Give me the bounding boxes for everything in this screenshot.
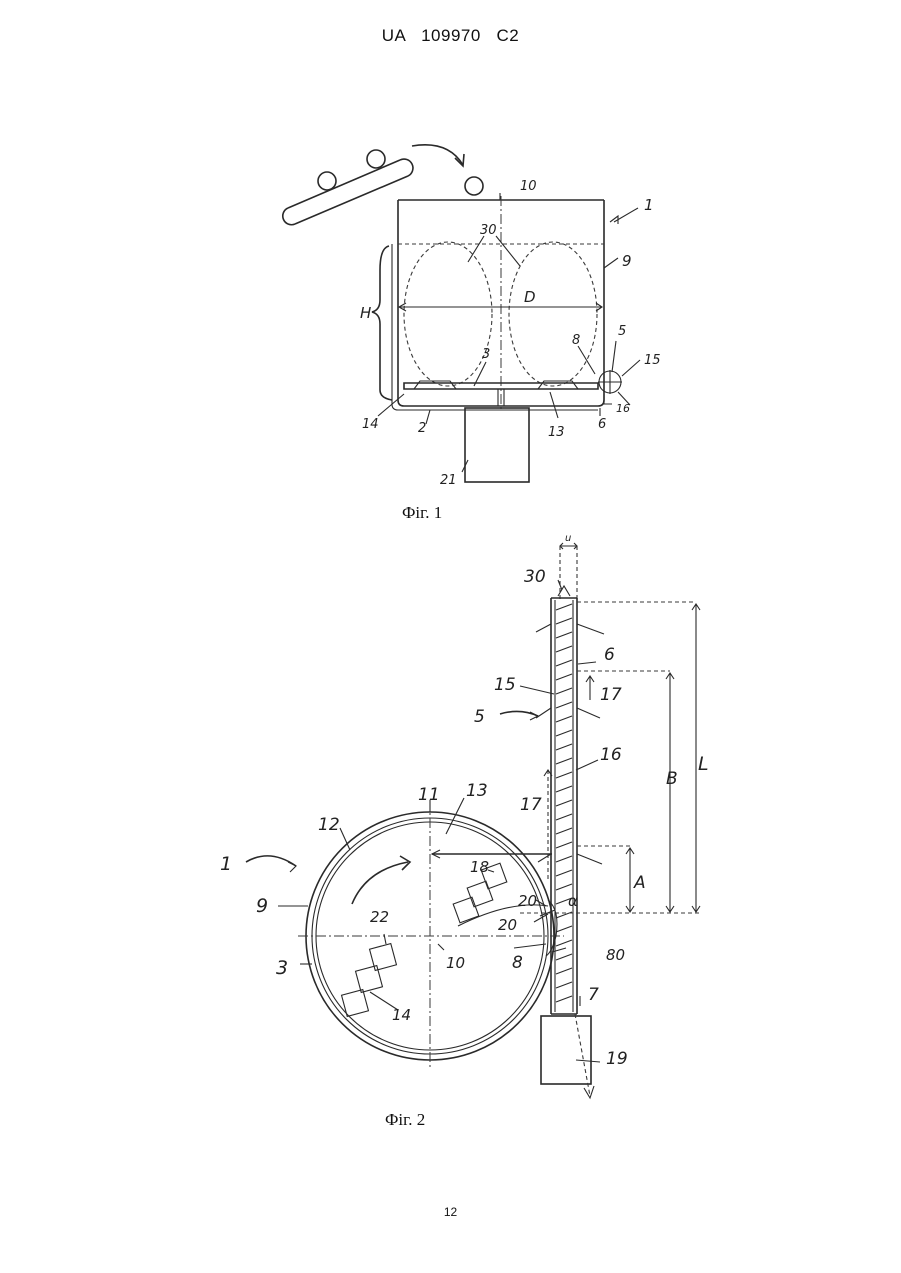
fig2-label-20-lower: 20 <box>498 916 517 934</box>
fig2-label-6: 6 <box>604 645 615 665</box>
fig1-label-1: 1 <box>644 196 654 214</box>
fig2-label-80: 80 <box>606 946 625 964</box>
figure-2-drawing: u 30 6 15 17 5 B L 16 11 13 17 12 1 18 A… <box>220 533 709 1098</box>
fig2-label-12: 12 <box>318 815 340 835</box>
fig1-label-h: H <box>360 304 371 322</box>
fig2-label-l: L <box>698 753 709 775</box>
fig2-label-19: 19 <box>606 1049 628 1069</box>
figure-1-caption: Фіг. 1 <box>402 503 442 523</box>
fig1-label-8: 8 <box>572 333 580 348</box>
fig1-label-3: 3 <box>482 347 490 362</box>
fig1-label-16: 16 <box>616 402 630 415</box>
fig1-label-9: 9 <box>622 252 632 270</box>
fig1-label-15: 15 <box>644 353 661 368</box>
fig2-label-9: 9 <box>256 895 268 917</box>
fig2-label-5: 5 <box>474 707 485 727</box>
fig1-label-21: 21 <box>440 473 457 488</box>
fig2-label-u: u <box>565 533 571 544</box>
fig2-label-13: 13 <box>466 781 488 801</box>
fig1-label-10: 10 <box>520 179 537 194</box>
fig2-label-14: 14 <box>392 1006 411 1024</box>
fig2-label-30: 30 <box>524 567 546 587</box>
fig2-label-20-upper: 20 <box>518 892 537 910</box>
fig2-label-3: 3 <box>276 957 288 979</box>
fig2-label-a: A <box>633 873 646 893</box>
fig2-label-18: 18 <box>470 858 489 876</box>
fig2-label-22: 22 <box>370 908 389 926</box>
fig2-label-8: 8 <box>512 953 523 973</box>
fig1-label-5: 5 <box>618 324 626 339</box>
figure-1-drawing: 10 1 30 9 H D 3 8 5 15 16 14 2 13 6 21 <box>283 145 661 488</box>
fig2-label-alpha: α <box>568 892 578 910</box>
fig1-label-13: 13 <box>548 425 565 440</box>
fig2-label-b: B <box>666 769 678 789</box>
fig1-label-2: 2 <box>418 421 426 436</box>
fig1-label-6: 6 <box>598 417 606 432</box>
fig2-label-17: 17 <box>520 795 542 815</box>
fig2-label-15: 15 <box>494 675 516 695</box>
page-number: 12 <box>0 1205 901 1219</box>
fig2-label-17-top: 17 <box>600 685 622 705</box>
fig1-label-30: 30 <box>480 223 497 238</box>
fig2-label-10: 10 <box>446 954 465 972</box>
fig2-label-16: 16 <box>600 745 622 765</box>
figure-2-caption: Фіг. 2 <box>385 1110 425 1130</box>
fig1-label-14: 14 <box>362 417 379 432</box>
fig2-label-11: 11 <box>418 785 440 805</box>
fig2-label-7: 7 <box>588 985 599 1005</box>
fig2-label-1: 1 <box>220 853 232 875</box>
fig1-label-d: D <box>524 288 536 306</box>
